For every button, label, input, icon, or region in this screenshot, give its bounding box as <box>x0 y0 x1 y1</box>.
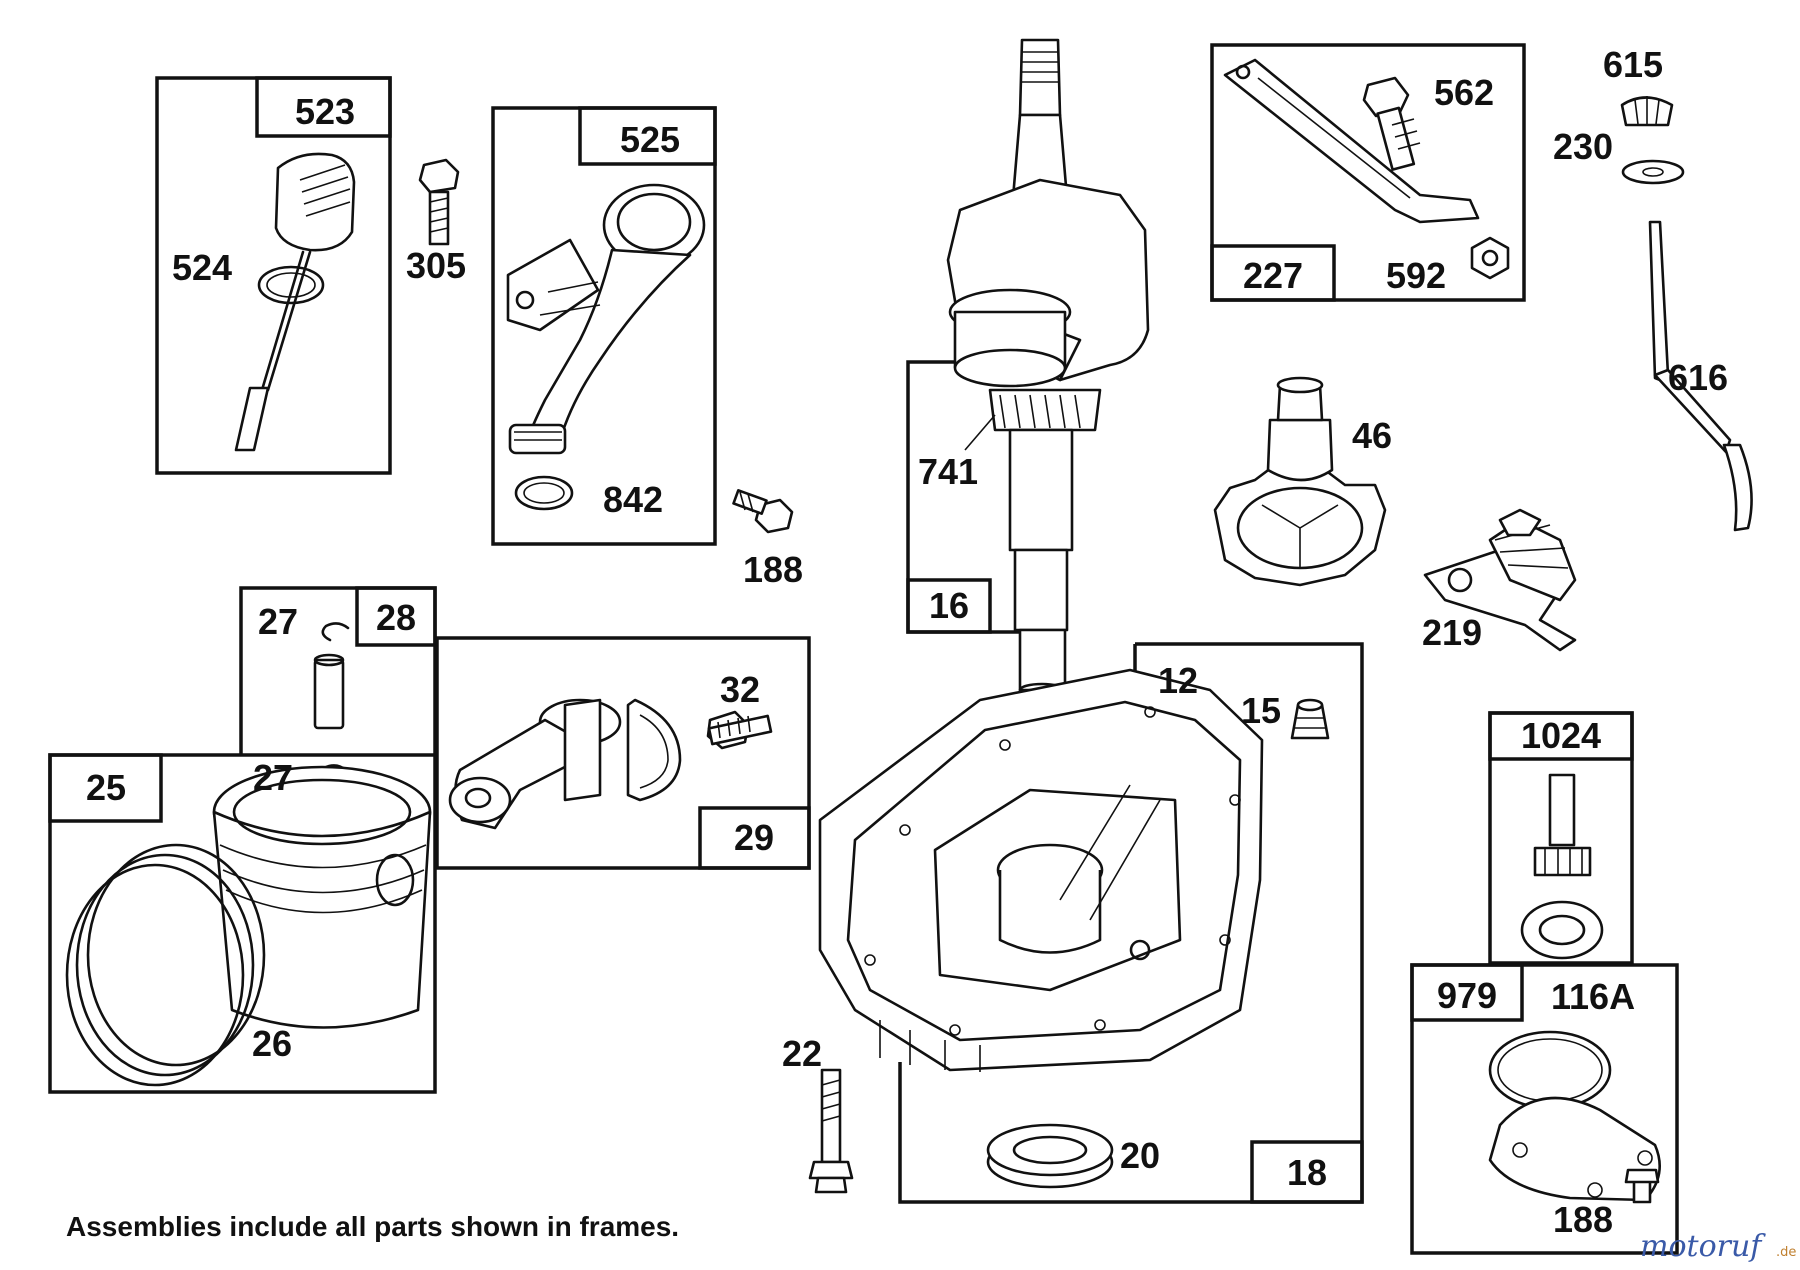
label-842: 842 <box>603 479 663 520</box>
bolt-305-part <box>418 158 460 246</box>
label-15: 15 <box>1241 690 1281 731</box>
label-116a: 116A <box>1551 976 1635 1017</box>
camshaft-part <box>1213 376 1387 587</box>
frame-25: 25 <box>48 753 437 1094</box>
frame-1024: 1024 <box>1488 711 1634 965</box>
label-12: 12 <box>1158 660 1198 701</box>
frame-525: 525 <box>491 106 717 546</box>
piston-rings-part <box>65 843 266 1087</box>
label-562: 562 <box>1434 72 1494 113</box>
watermark-logo: motoruf .de <box>1640 1229 1796 1264</box>
crankshaft-part <box>946 38 1150 698</box>
label-32: 32 <box>720 669 760 710</box>
label-27-lower: 27 <box>253 757 293 798</box>
watermark-main: motoruf <box>1640 1229 1766 1264</box>
label-615: 615 <box>1603 44 1663 85</box>
watermark-suffix: .de <box>1776 1245 1796 1260</box>
governor-lever-part <box>1223 58 1480 224</box>
o-ring-842-part <box>514 475 574 511</box>
governor-bracket-part <box>1423 508 1577 652</box>
label-524: 524 <box>172 247 232 288</box>
gasket-116a-part <box>1488 1030 1612 1110</box>
label-1024: 1024 <box>1521 715 1601 756</box>
label-20: 20 <box>1120 1135 1160 1176</box>
label-230: 230 <box>1553 126 1613 167</box>
piston-pin-part <box>313 653 345 730</box>
dipstick-tube-part <box>506 183 706 455</box>
seal-615-part <box>1620 96 1674 127</box>
label-29: 29 <box>734 817 774 858</box>
bolt-188-lower-part <box>1624 1168 1660 1204</box>
crankcase-sump-part <box>818 668 1264 1072</box>
piston-part <box>212 765 432 1029</box>
label-26: 26 <box>252 1023 292 1064</box>
washer-230-part <box>1621 159 1685 185</box>
label-219: 219 <box>1422 612 1482 653</box>
label-27-upper: 27 <box>258 601 298 642</box>
oil-pump-part <box>1520 773 1604 960</box>
label-227: 227 <box>1243 255 1303 296</box>
label-979: 979 <box>1437 975 1497 1016</box>
governor-shaft-part <box>1648 220 1753 532</box>
label-525: 525 <box>620 119 680 160</box>
label-523: 523 <box>295 91 355 132</box>
frame-227: 227 <box>1210 43 1526 302</box>
frame-29: 29 <box>435 636 811 870</box>
label-616: 616 <box>1668 357 1728 398</box>
frame-16: 16 <box>906 360 1025 634</box>
label-592: 592 <box>1386 255 1446 296</box>
nut-592-part <box>1470 236 1510 280</box>
label-305: 305 <box>406 245 466 286</box>
assembly-note: Assemblies include all parts shown in fr… <box>66 1211 679 1242</box>
label-188-lower: 188 <box>1553 1199 1613 1240</box>
oil-seal-20-part <box>986 1123 1114 1189</box>
label-741: 741 <box>918 451 978 492</box>
label-188-upper: 188 <box>743 549 803 590</box>
bolt-562-part <box>1362 76 1421 171</box>
dipstick-part <box>234 152 356 452</box>
label-46: 46 <box>1352 415 1392 456</box>
label-16: 16 <box>929 585 969 626</box>
bolt-32-part <box>706 710 773 750</box>
label-25: 25 <box>86 767 126 808</box>
connecting-rod-part <box>448 698 682 830</box>
frame-979: 979 <box>1410 963 1679 1255</box>
label-18: 18 <box>1287 1152 1327 1193</box>
pump-cover-979-part <box>1488 1096 1661 1202</box>
label-28: 28 <box>376 597 416 638</box>
bolt-22-part <box>808 1068 854 1194</box>
frame-523: 523 <box>155 76 392 475</box>
frame-28: 28 <box>239 586 437 755</box>
label-22: 22 <box>782 1033 822 1074</box>
plug-15-part <box>1290 698 1330 740</box>
clip-27-upper-part <box>321 622 350 642</box>
bolt-188-upper-part <box>732 488 794 534</box>
